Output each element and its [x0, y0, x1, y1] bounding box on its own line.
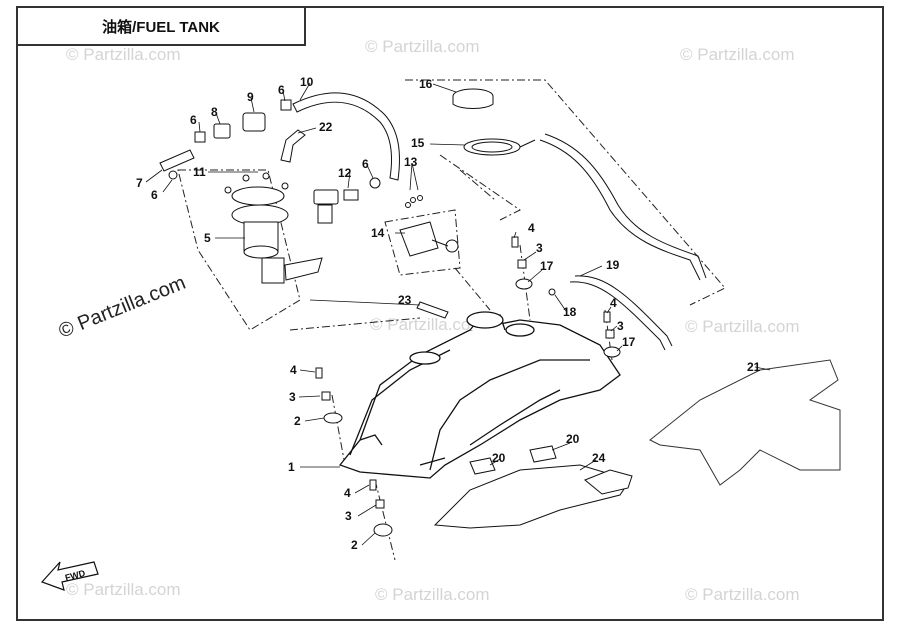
fuel-filter-cap	[213, 123, 231, 139]
leader-pump-to-tank	[289, 317, 421, 331]
bolt-4-center	[511, 236, 519, 248]
watermarks: © Partzilla.com © Partzilla.com © Partzi…	[56, 37, 800, 604]
watermark-top-left: © Partzilla.com	[66, 45, 181, 64]
callout-3-rear: 3	[345, 509, 352, 523]
hose-clamp	[194, 131, 206, 143]
callout-24: 24	[592, 451, 606, 465]
callout-4-rear: 4	[344, 486, 351, 500]
callout-2-rear: 2	[351, 538, 358, 552]
callout-18: 18	[563, 305, 577, 319]
breather-hose	[539, 133, 707, 351]
callout-2-front: 2	[294, 414, 301, 428]
callout-21: 21	[747, 360, 761, 374]
callout-12: 12	[338, 166, 352, 180]
callout-14: 14	[371, 226, 385, 240]
collar-3-right	[605, 329, 615, 339]
collar-3-center	[517, 259, 527, 269]
callout-6-a: 6	[190, 113, 197, 127]
collar-3-left-rear	[375, 499, 385, 509]
callout-15: 15	[411, 136, 425, 150]
diagram-frame	[16, 6, 884, 621]
bracket-22	[280, 129, 306, 163]
watermark-top-right: © Partzilla.com	[680, 45, 795, 64]
callout-13: 13	[404, 155, 418, 169]
heat-shield	[649, 359, 841, 486]
leader-15	[459, 169, 496, 201]
callout-4-front: 4	[290, 363, 297, 377]
callout-23: 23	[398, 293, 412, 307]
grommet-2-left-rear	[373, 523, 393, 537]
watermark-bottom-center: © Partzilla.com	[375, 585, 490, 604]
sender-assembly-outline	[384, 209, 461, 276]
callout-20-left: 20	[492, 451, 506, 465]
quick-connector	[313, 177, 381, 224]
callout-3-center: 3	[536, 241, 543, 255]
fuel-level-sender	[399, 195, 459, 257]
callout-22: 22	[319, 120, 333, 134]
filler-outline	[439, 154, 521, 221]
callout-6-d: 6	[362, 157, 369, 171]
callout-labels: 1 2 2 3 3 3 3 4 4 4 4 5 6 6 6 6 7 8 9 10…	[136, 75, 761, 552]
watermark-middle: © Partzilla.com	[370, 315, 485, 334]
strip-23	[416, 301, 449, 319]
fwd-arrow-shape	[40, 561, 99, 591]
hose-clamp-upper	[280, 99, 292, 111]
mount-axis-left-rear	[374, 479, 396, 561]
callout-20-right: 20	[566, 432, 580, 446]
bolt-4-right	[603, 311, 611, 323]
callout-17-right: 17	[622, 335, 636, 349]
callout-4-center: 4	[528, 221, 535, 235]
callout-7: 7	[136, 176, 143, 190]
fuel-filter-hoses	[159, 92, 400, 181]
callout-9: 9	[247, 90, 254, 104]
bolt-4-left-front	[315, 367, 323, 379]
watermark-middle-right: © Partzilla.com	[685, 317, 800, 336]
callout-3-right: 3	[617, 319, 624, 333]
callout-leaders	[145, 82, 771, 546]
leader-sender-to-tank	[454, 267, 491, 311]
callout-8: 8	[211, 105, 218, 119]
diagram-title: 油箱/FUEL TANK	[16, 6, 306, 46]
assembly-outlines	[177, 79, 726, 561]
callout-5: 5	[204, 231, 211, 245]
fuel-hose-short	[159, 149, 195, 172]
mount-axis-left-front	[331, 394, 346, 466]
callout-17-center: 17	[540, 259, 554, 273]
rubber-pad-20-left	[469, 457, 496, 475]
watermark-bottom-right: © Partzilla.com	[685, 585, 800, 604]
watermark-top-center: © Partzilla.com	[365, 37, 480, 56]
fuel-cap-assembly	[452, 88, 536, 156]
pump-assembly-outline	[177, 169, 301, 331]
fuel-return-hose	[292, 92, 400, 181]
callout-6-b: 6	[151, 188, 158, 202]
watermark-large-rotated: © Partzilla.com	[56, 272, 189, 343]
grommet-17-right	[603, 346, 621, 358]
bolt-4-left-rear	[369, 479, 377, 491]
callout-4-right: 4	[610, 296, 617, 310]
collar-3-left-front	[321, 391, 331, 401]
cap-assembly-outline	[405, 79, 726, 306]
callout-3-front: 3	[289, 390, 296, 404]
callout-11: 11	[193, 165, 206, 179]
grommet-2-left-front	[323, 412, 343, 424]
callout-16: 16	[419, 77, 433, 91]
watermark-bottom-left: © Partzilla.com	[66, 580, 181, 599]
callout-1: 1	[288, 460, 295, 474]
callout-6-c: 6	[278, 83, 285, 97]
clip-18	[548, 288, 556, 296]
rubber-pad-20-right	[529, 445, 557, 463]
fuel-tank	[338, 311, 621, 479]
callout-10: 10	[300, 75, 314, 89]
callout-19: 19	[606, 258, 620, 272]
fuel-filter	[242, 112, 266, 132]
fuel-pump-assembly	[224, 172, 323, 284]
rear-mount-bracket	[433, 445, 633, 529]
